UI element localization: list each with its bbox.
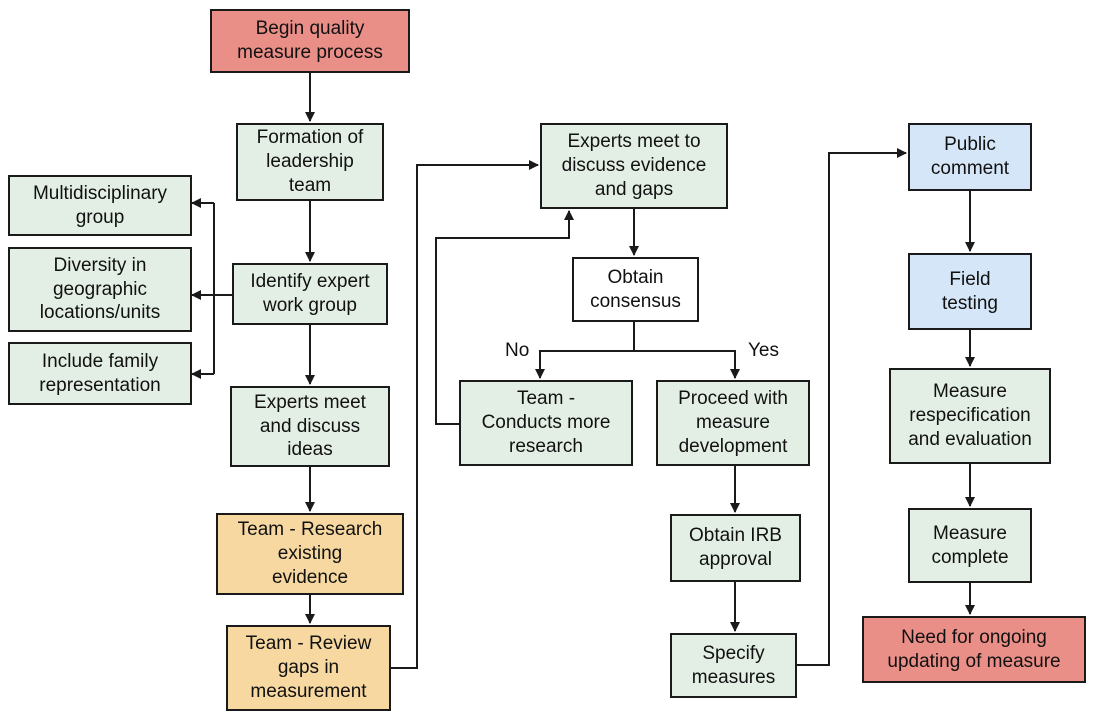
arrow-specify-to-public: [797, 148, 907, 666]
node-review-gaps: Team - Review gaps in measurement: [226, 625, 391, 711]
node-meet-ideas: Experts meet and discuss ideas: [230, 386, 390, 467]
node-diversity: Diversity in geographic locations/units: [8, 247, 192, 332]
node-complete: Measure complete: [908, 508, 1032, 583]
edge-label-no: No: [505, 340, 530, 361]
node-leadership: Formation of leadership team: [236, 123, 384, 201]
node-multidisciplinary: Multidisciplinary group: [8, 175, 192, 236]
arrow-consensus-yes: [634, 350, 740, 379]
node-irb: Obtain IRB approval: [670, 514, 801, 582]
node-ongoing: Need for ongoing updating of measure: [862, 616, 1086, 683]
node-identify: Identify expert work group: [232, 263, 388, 325]
node-consensus: Obtain consensus: [572, 257, 699, 322]
node-more-research: Team - Conducts more research: [459, 380, 633, 466]
arrow-more-research-loop: [435, 210, 574, 425]
node-public: Public comment: [908, 123, 1032, 191]
edge-label-yes: Yes: [748, 340, 779, 361]
node-specify: Specify measures: [670, 633, 797, 698]
node-field: Field testing: [908, 253, 1032, 330]
arrow-consensus-no: [535, 350, 634, 379]
node-respec: Measure respecification and evaluation: [889, 368, 1051, 464]
node-research: Team - Research existing evidence: [216, 513, 404, 595]
node-experts-evidence: Experts meet to discuss evidence and gap…: [540, 123, 728, 209]
node-begin: Begin quality measure process: [210, 9, 410, 73]
node-family: Include family representation: [8, 342, 192, 405]
node-proceed: Proceed with measure development: [656, 380, 810, 466]
arrow-review-to-experts-evidence: [391, 160, 539, 669]
